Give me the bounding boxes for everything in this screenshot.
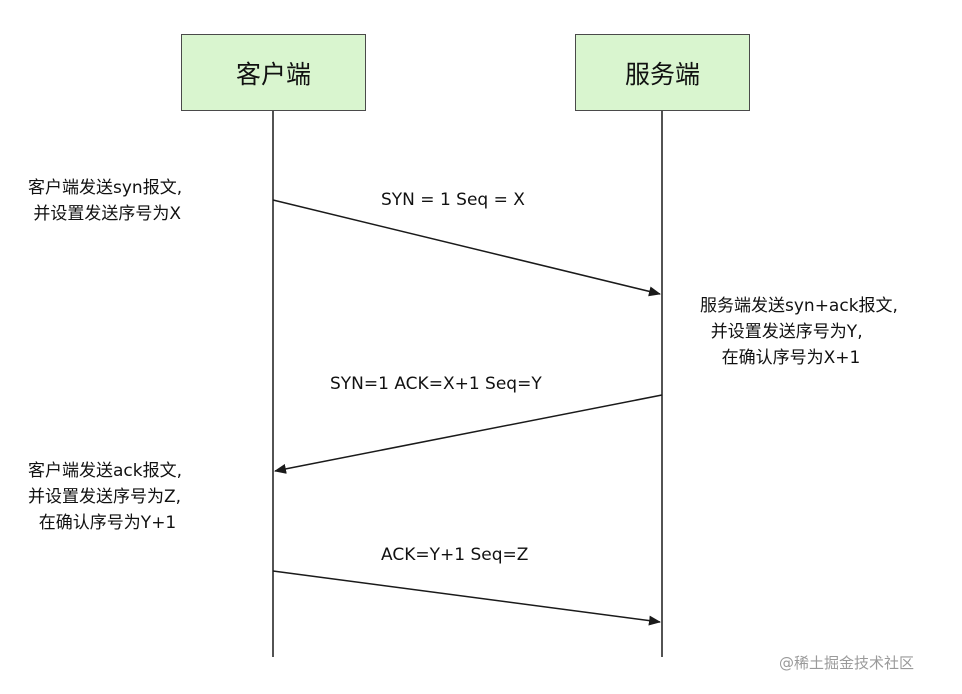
client-ack-note: 客户端发送ack报文, 并设置发送序号为Z, 在确认序号为Y+1 xyxy=(28,458,182,536)
watermark: @稀土掘金技术社区 xyxy=(779,654,915,672)
ack-message-label: ACK=Y+1 Seq=Z xyxy=(381,545,529,565)
syn-arrow xyxy=(272,199,661,297)
note-line: 并设置发送序号为X xyxy=(28,204,182,224)
server-title: 服务端 xyxy=(624,59,700,89)
note-line: 在确认序号为X+1 xyxy=(700,348,861,368)
note-line: 服务端发送syn+ack报文, xyxy=(700,296,898,316)
server-syn-ack-note: 服务端发送syn+ack报文, 并设置发送序号为Y, 在确认序号为X+1 xyxy=(700,293,898,371)
note-line: 客户端发送ack报文, xyxy=(28,461,183,481)
client-box: 客户端 xyxy=(181,34,366,111)
ack-arrow xyxy=(272,570,661,626)
note-line: 并设置发送序号为Z, xyxy=(28,487,182,507)
server-box: 服务端 xyxy=(575,34,750,111)
client-title: 客户端 xyxy=(235,59,311,89)
note-line: 并设置发送序号为Y, xyxy=(700,322,863,342)
syn-ack-message-label: SYN=1 ACK=X+1 Seq=Y xyxy=(330,374,542,394)
client-syn-note: 客户端发送syn报文, 并设置发送序号为X xyxy=(28,175,182,227)
note-line: 客户端发送syn报文, xyxy=(28,178,183,198)
syn-ack-arrow xyxy=(274,394,663,474)
syn-message-label: SYN = 1 Seq = X xyxy=(381,190,525,210)
note-line: 在确认序号为Y+1 xyxy=(28,513,177,533)
